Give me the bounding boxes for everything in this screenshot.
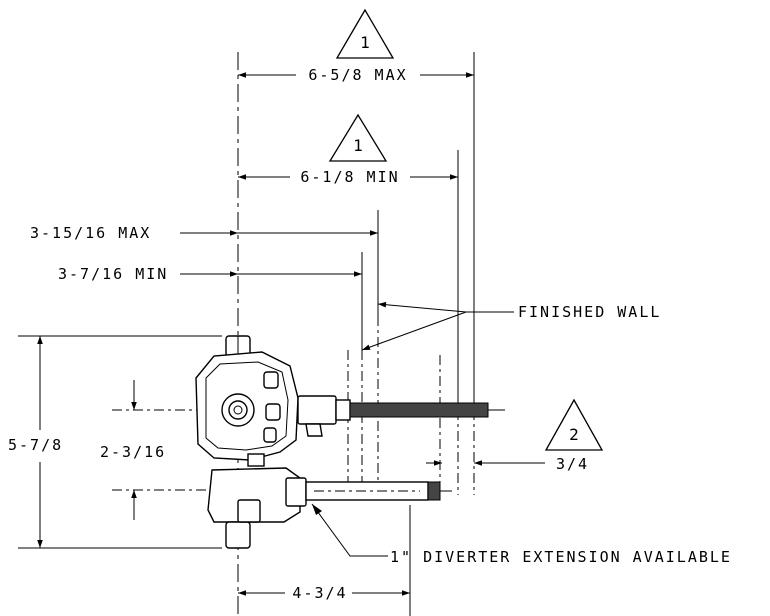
dim-4-3-4-label: 4-3/4 <box>292 584 347 602</box>
dim-5-7-8-label: 5-7/8 <box>8 436 63 454</box>
note-triangle-2-number: 2 <box>569 425 579 444</box>
valve-body <box>195 335 505 549</box>
dim-2-3-16-label: 2-3/16 <box>100 443 166 461</box>
note-triangle-1-top: 1 <box>335 8 395 59</box>
diverter-note-label: 1" DIVERTER EXTENSION AVAILABLE <box>390 548 732 566</box>
diverter-leader-arrowhead <box>312 504 322 515</box>
note-triangle-1-mid: 1 <box>328 113 388 162</box>
finished-wall-arrow-2 <box>361 311 467 351</box>
finished-wall-label: FINISHED WALL <box>518 303 661 321</box>
dim-3-4-label: 3/4 <box>556 455 589 473</box>
dim-3-7-16-min-label: 3-7/16 MIN <box>58 265 168 283</box>
dim-6-5-8-max-label: 6-5/8 MAX <box>308 66 407 84</box>
note-triangle-1-mid-number: 1 <box>353 136 363 155</box>
dim-3-15-16-max-label: 3-15/16 MAX <box>30 224 151 242</box>
diverter-leader <box>311 503 388 557</box>
dim-6-1-8-min-label: 6-1/8 MIN <box>300 168 399 186</box>
note-triangle-2: 2 <box>544 398 604 451</box>
note-triangle-1-top-number: 1 <box>360 33 370 52</box>
finished-wall-arrow-1 <box>377 301 467 313</box>
